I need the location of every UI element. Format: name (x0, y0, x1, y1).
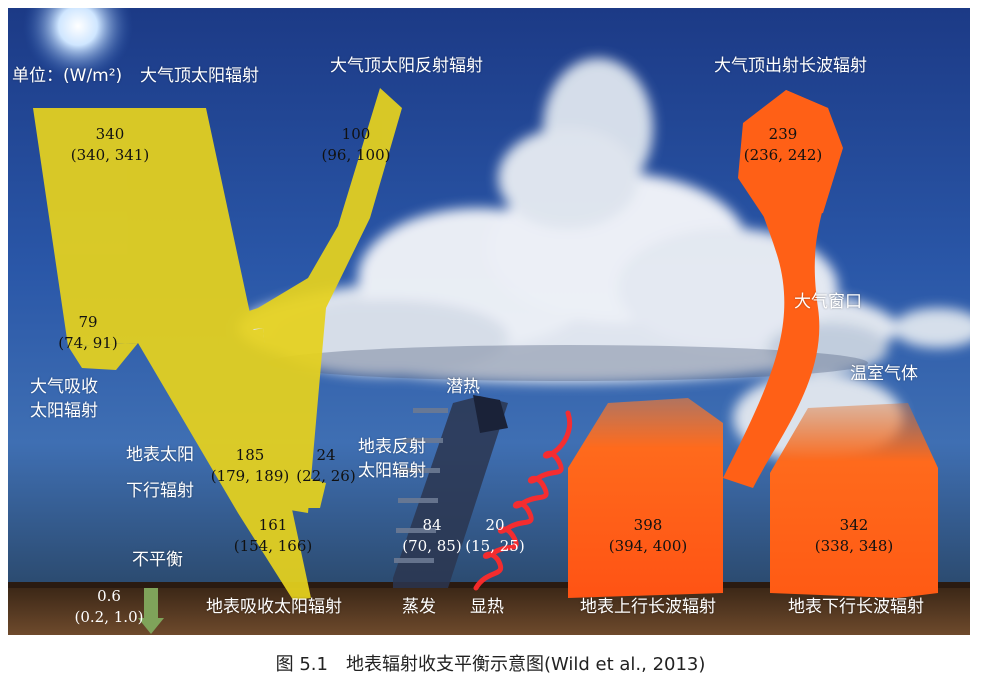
longwave-flow (568, 90, 938, 598)
surface-absorbed-solar-value: 161 (258, 516, 288, 534)
surface-down-lw-label: 地表下行长波辐射 (788, 597, 924, 617)
surface-down-lw-band (770, 403, 938, 598)
toa-solar-range: (340, 341) (70, 146, 150, 164)
surface-down-lw-value: 342 (839, 516, 869, 534)
energy-budget-figure: 单位：(W/m²) 大气顶太阳辐射 大气顶太阳反射辐射 大气顶出射长波辐射 大气… (8, 8, 970, 635)
atm-absorbed-solar-label-2: 太阳辐射 (30, 401, 98, 421)
sensible-heat-value: 20 (485, 516, 505, 534)
atm-absorbed-solar-range: (74, 91) (58, 334, 118, 352)
surface-reflected-solar-range: (22, 26) (296, 467, 356, 485)
toa-outgoing-lw-label: 大气顶出射长波辐射 (714, 56, 867, 76)
imbalance-range: (0.2, 1.0) (74, 608, 144, 626)
reflected-connector (218, 328, 273, 438)
toa-solar-band (33, 108, 311, 600)
toa-solar-label: 大气顶太阳辐射 (140, 66, 259, 86)
imbalance-value: 0.6 (97, 587, 121, 605)
energy-budget-graphic (8, 8, 970, 635)
atm-absorbed-solar-value: 79 (78, 313, 98, 331)
latent-heat-range: (70, 85) (402, 537, 462, 555)
latent-heat-value: 84 (422, 516, 442, 534)
sun-icon (23, 8, 133, 81)
imbalance-label: 不平衡 (132, 550, 183, 570)
toa-outgoing-lw-range: (236, 242) (743, 146, 823, 164)
surface-solar-down-range: (179, 189) (210, 467, 290, 485)
surface-up-lw-value: 398 (633, 516, 663, 534)
latent-heat-column (393, 395, 508, 588)
toa-outgoing-lw-value: 239 (768, 125, 798, 143)
figure-caption: 图 5.1 地表辐射收支平衡示意图(Wild et al., 2013) (275, 654, 706, 675)
sensible-heat-spiral (473, 410, 573, 591)
surface-up-lw-label: 地表上行长波辐射 (580, 597, 716, 617)
surface-reflected-solar-band (280, 478, 326, 508)
surface-down-lw-range: (338, 348) (814, 537, 894, 555)
atm-absorbed-solar-label-1: 大气吸收 (30, 377, 98, 397)
toa-outgoing-lw-band (738, 90, 843, 223)
surface-reflected-solar-value: 24 (316, 446, 336, 464)
surface-up-lw-range: (394, 400) (608, 537, 688, 555)
horizon-line (8, 582, 970, 588)
surface-reflected-solar-label-2: 太阳辐射 (358, 461, 426, 481)
shortwave-flow (33, 88, 402, 600)
surface-reflected-solar-label-1: 地表反射 (358, 437, 426, 457)
toa-reflected-label: 大气顶太阳反射辐射 (330, 56, 483, 76)
imbalance-arrow-icon (138, 588, 164, 634)
surface-up-lw-band (568, 398, 723, 598)
toa-reflected-range: (96, 100) (321, 146, 391, 164)
atm-absorbed-solar-band (68, 343, 138, 370)
evaporation-label: 蒸发 (402, 597, 436, 617)
latent-heat-label: 潜热 (446, 377, 480, 397)
surface-solar-down-label-1: 地表太阳 (126, 445, 194, 465)
sensible-heat-range: (15, 25) (465, 537, 525, 555)
surface-absorbed-solar-label: 地表吸收太阳辐射 (206, 597, 342, 617)
cloud-shadow (268, 345, 868, 381)
unit-label: 单位：(W/m²) (12, 66, 123, 86)
sensible-heat-label: 显热 (470, 597, 504, 617)
greenhouse-gases-label: 温室气体 (850, 364, 918, 384)
atmospheric-window-label: 大气窗口 (794, 292, 862, 312)
toa-reflected-band (168, 88, 402, 513)
surface-solar-down-label-2: 下行辐射 (126, 481, 194, 501)
surface-solar-down-value: 185 (235, 446, 265, 464)
toa-solar-value: 340 (95, 125, 125, 143)
surface-absorbed-solar-range: (154, 166) (233, 537, 313, 555)
toa-reflected-value: 100 (341, 125, 371, 143)
